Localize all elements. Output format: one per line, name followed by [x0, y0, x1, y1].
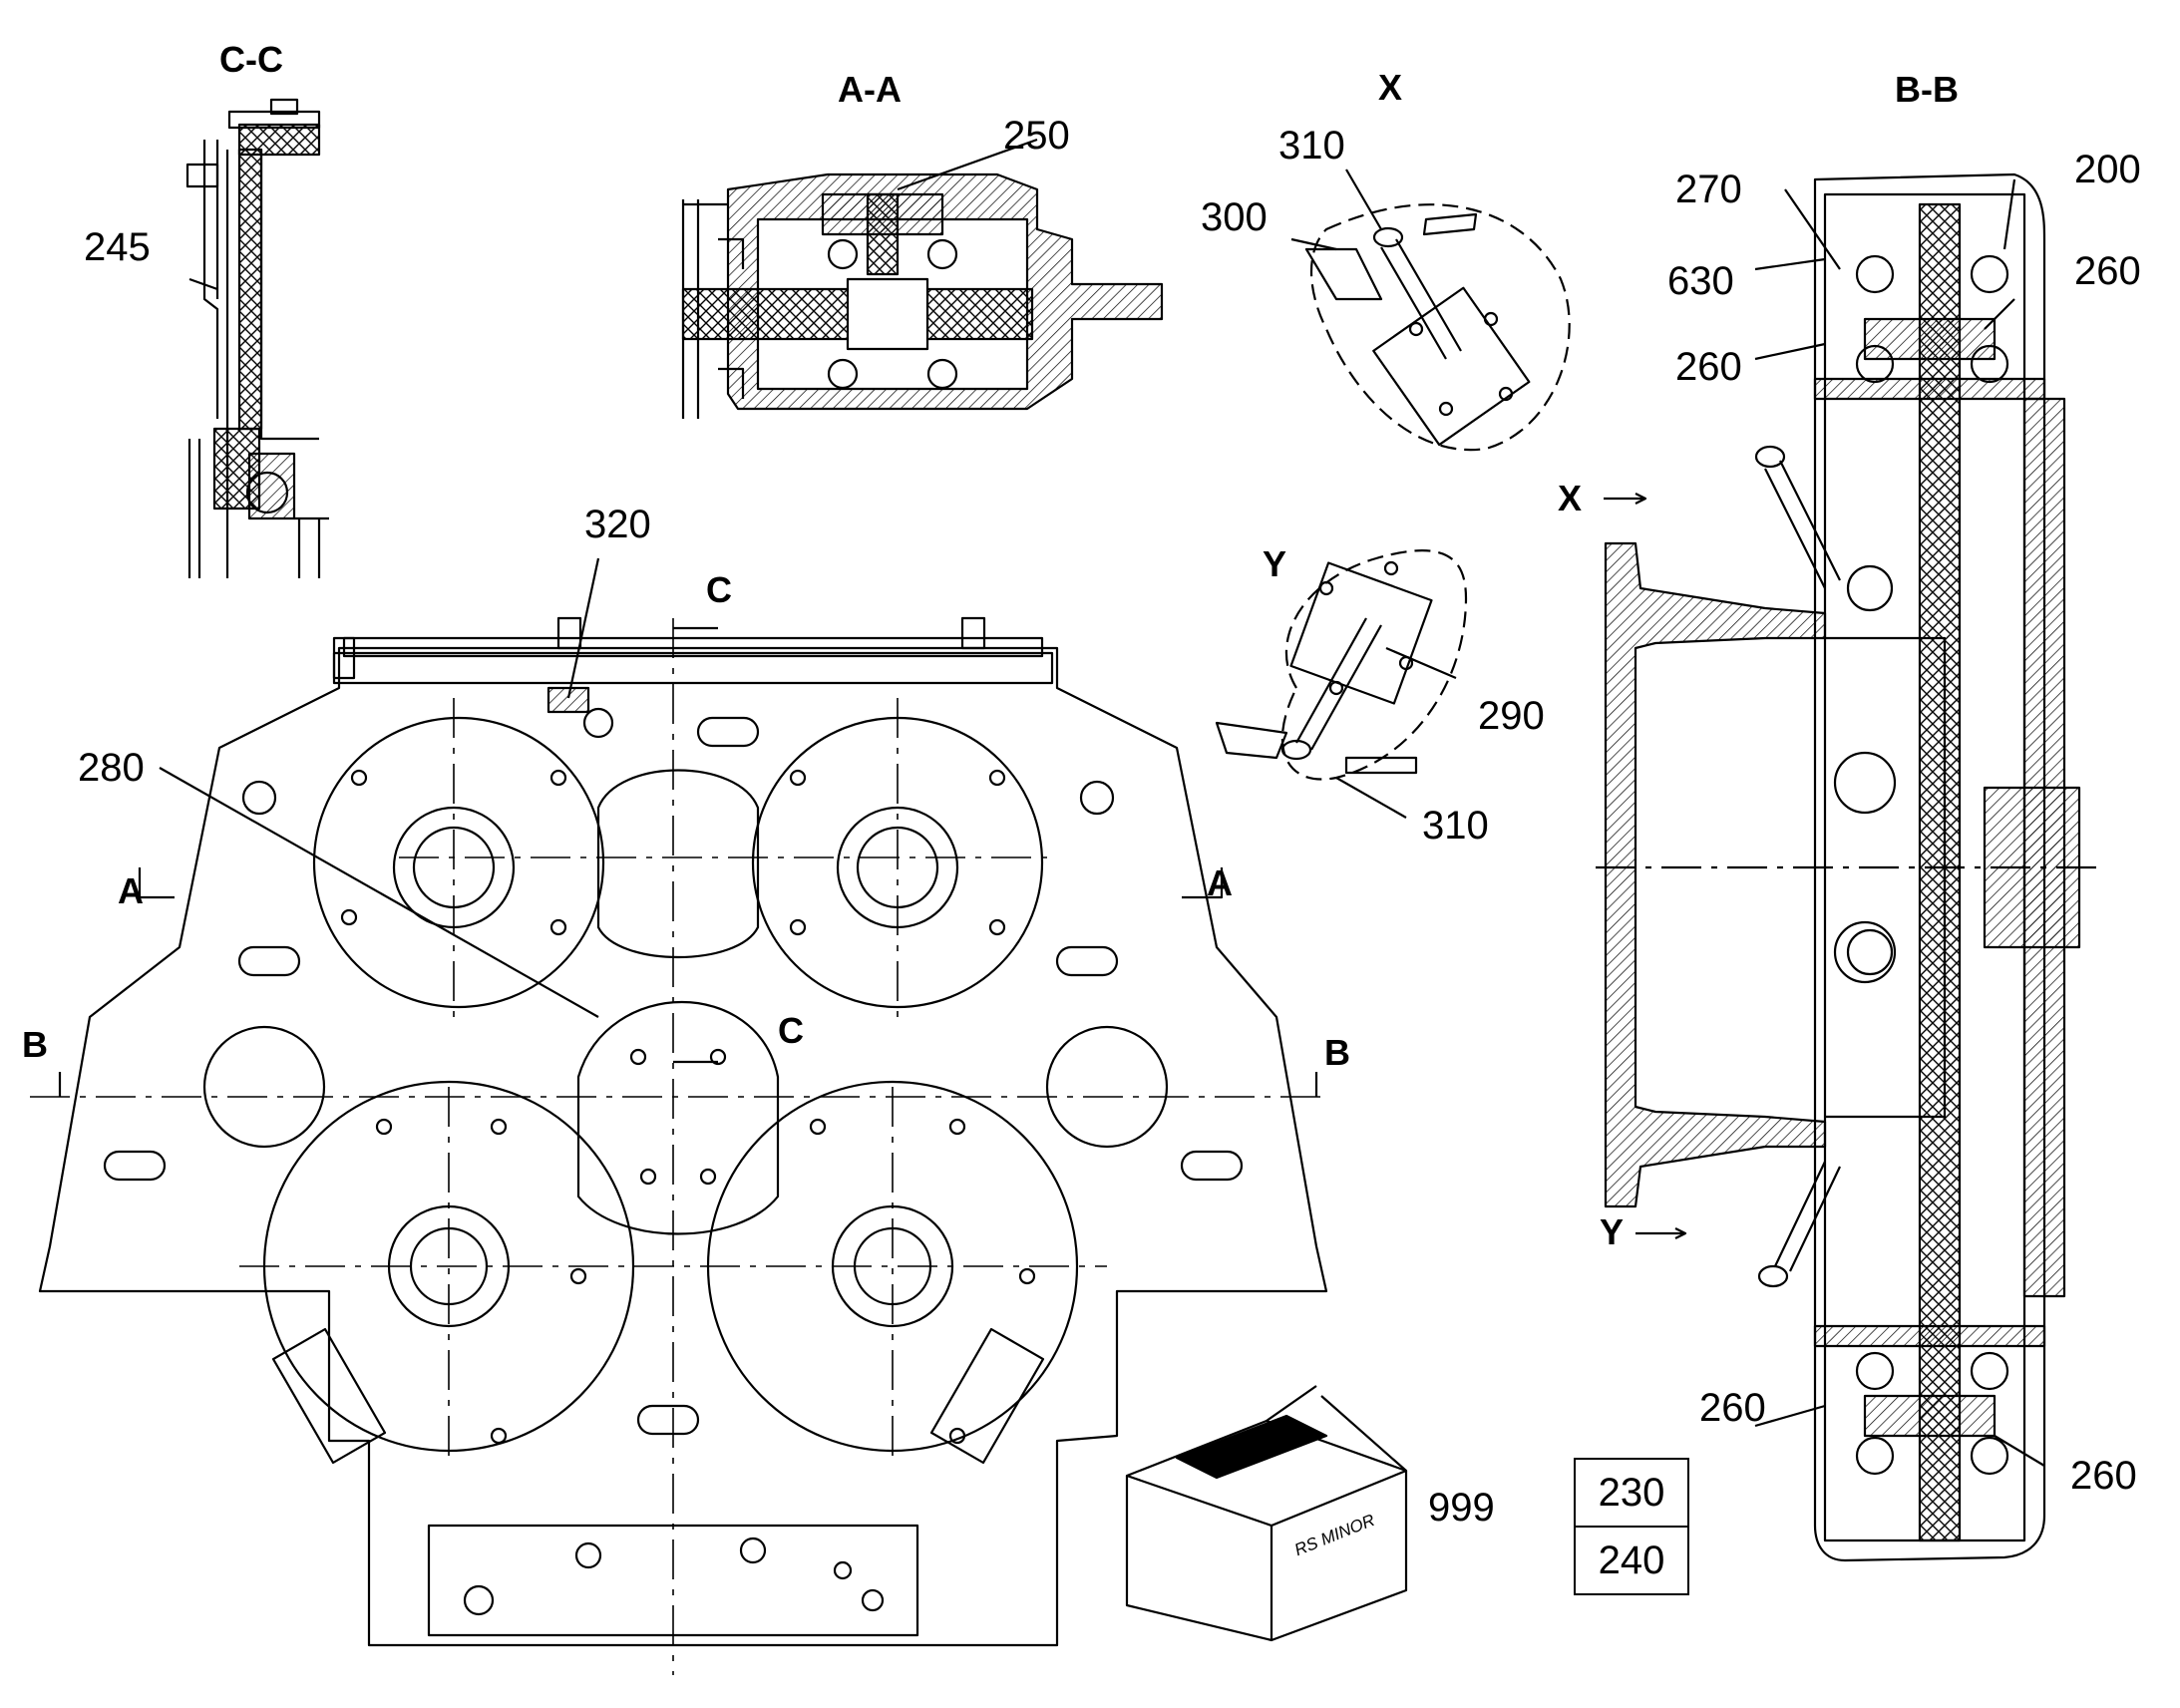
- callout-280: 280: [78, 746, 145, 790]
- detail-x-view: [1304, 203, 1571, 452]
- callout-300: 300: [1201, 195, 1268, 239]
- callout-290: 290: [1478, 694, 1545, 738]
- callout-260-right-top: 260: [2074, 249, 2141, 293]
- section-mark-a-right: A: [1207, 862, 1233, 903]
- detail-y-title: Y: [1263, 543, 1287, 584]
- callout-310-top: 310: [1278, 124, 1345, 168]
- callout-260-left-top: 260: [1675, 345, 1742, 389]
- gearbox-front-view: [30, 557, 1328, 1675]
- parts-box-icon: [1125, 1385, 1408, 1642]
- section-mark-b-left: B: [22, 1024, 48, 1065]
- section-bb-view: [1596, 172, 2104, 1562]
- view-arrow-y: Y: [1600, 1211, 1625, 1252]
- section-aa-view: [681, 172, 1164, 419]
- detail-y-view: [1215, 549, 1468, 781]
- section-cc-view: [185, 98, 329, 578]
- detail-x-title: X: [1378, 67, 1403, 108]
- section-cc-title: C-C: [219, 39, 283, 80]
- section-mark-c-top: C: [706, 569, 732, 610]
- section-mark-a-left: A: [118, 870, 144, 911]
- section-mark-b-right: B: [1324, 1032, 1350, 1073]
- view-arrow-x: X: [1558, 478, 1583, 518]
- section-mark-c-mid: C: [778, 1010, 804, 1051]
- callout-270: 270: [1675, 168, 1742, 211]
- callout-260-left-bottom: 260: [1699, 1386, 1766, 1430]
- callout-245: 245: [84, 225, 151, 269]
- callout-260-right-bottom: 260: [2070, 1454, 2137, 1498]
- callout-250: 250: [1003, 114, 1070, 158]
- part-table-240: 240: [1574, 1526, 1689, 1595]
- section-aa-title: A-A: [838, 69, 902, 110]
- callout-310-bottom: 310: [1422, 804, 1489, 848]
- part-table-230: 230: [1574, 1458, 1689, 1528]
- callout-200: 200: [2074, 148, 2141, 191]
- section-bb-title: B-B: [1895, 69, 1959, 110]
- callout-320: 320: [584, 503, 651, 546]
- callout-630: 630: [1667, 259, 1734, 303]
- callout-999: 999: [1428, 1486, 1495, 1530]
